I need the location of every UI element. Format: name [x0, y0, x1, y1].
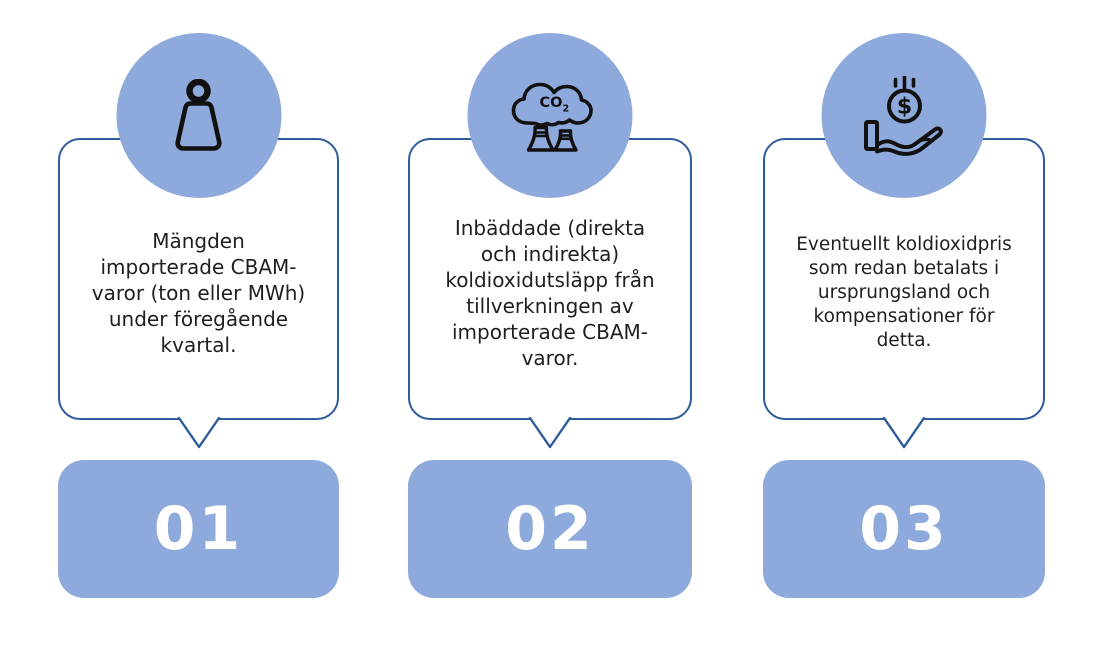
step-3-icon-circle: $ — [821, 33, 987, 198]
step-column-2: CO 2 Inbäddade (direkta och indirekta) k… — [408, 0, 692, 661]
step-3-number: 03 — [859, 494, 949, 564]
step-2-text: Inbäddade (direkta och indirekta) koldio… — [445, 216, 655, 370]
svg-text:$: $ — [896, 94, 911, 119]
svg-text:CO: CO — [539, 95, 562, 111]
step-1-bubble-tail — [177, 417, 220, 449]
step-1-text: Mängden importerade CBAM- varor (ton ell… — [91, 229, 306, 357]
step-column-3: $ Eventuellt koldioxidpris som redan bet… — [763, 0, 1045, 661]
step-2-icon-circle: CO 2 — [467, 33, 633, 198]
step-3-bubble-tail — [882, 417, 926, 449]
step-column-1: Mängden importerade CBAM- varor (ton ell… — [58, 0, 339, 661]
step-2-bubble-tail — [528, 417, 572, 449]
step-1-icon-circle — [116, 33, 281, 198]
step-3-number-box: 03 — [763, 460, 1045, 598]
step-2-number-box: 02 — [408, 460, 692, 598]
step-3-text: Eventuellt koldioxidpris som redan betal… — [796, 233, 1012, 352]
step-1-number-box: 01 — [58, 460, 339, 598]
co2-factory-icon: CO 2 — [511, 82, 593, 152]
step-1-number: 01 — [153, 494, 244, 564]
weight-icon — [175, 78, 222, 151]
svg-text:2: 2 — [562, 103, 569, 114]
money-hand-icon: $ — [863, 75, 943, 156]
step-2-number: 02 — [505, 494, 595, 564]
